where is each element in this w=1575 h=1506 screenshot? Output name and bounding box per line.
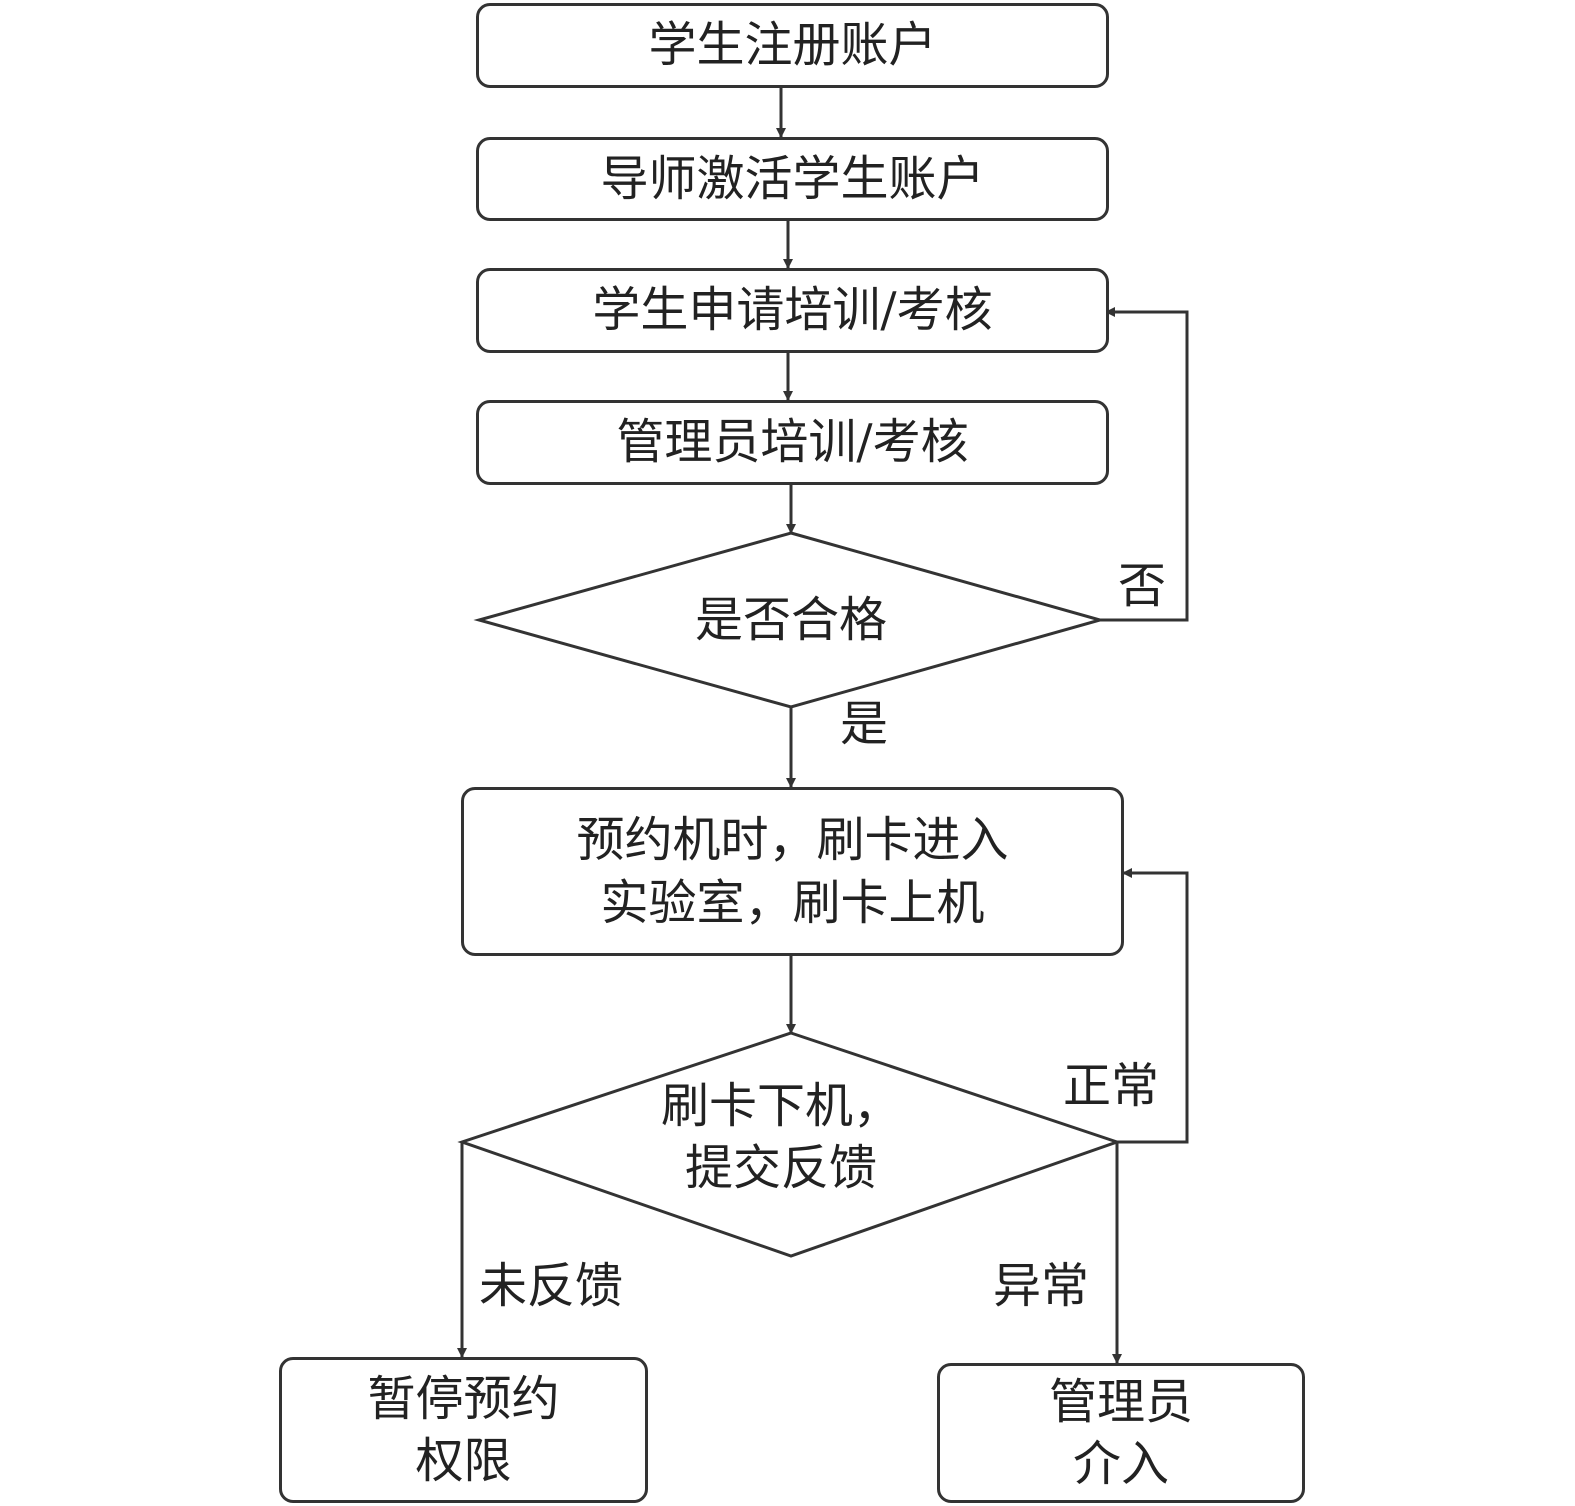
arrow-qualified-no-loop xyxy=(1100,307,1189,622)
node-reserve-line-2: 实验室，刷卡上机 xyxy=(600,874,985,931)
node-activate-text: 导师激活学生账户 xyxy=(600,150,985,207)
decision-feedback-line-2: 提交反馈 xyxy=(684,1140,877,1197)
decision-feedback-line-1: 刷卡下机， xyxy=(660,1078,901,1134)
node-suspend-line-1: 暂停预约 xyxy=(367,1370,560,1427)
arrow-feedback-normal-loop xyxy=(1117,868,1189,1144)
node-register-text: 学生注册账户 xyxy=(648,17,937,74)
node-admin-line-2: 介入 xyxy=(1072,1436,1169,1492)
edge-label-no-feedback: 未反馈 xyxy=(479,1258,624,1314)
node-activate: 导师激活学生账户 xyxy=(476,137,1109,221)
edge-label-abnormal: 异常 xyxy=(993,1258,1090,1314)
edge-label-yes: 是 xyxy=(840,696,889,752)
edge-label-normal: 正常 xyxy=(1063,1058,1160,1114)
decision-feedback-text: 刷卡下机， 提交反馈 xyxy=(576,1075,986,1200)
node-train-text: 管理员培训/考核 xyxy=(616,414,969,471)
node-reserve-line-1: 预约机时，刷卡进入 xyxy=(576,812,1009,869)
decision-feedback-shape xyxy=(457,1031,1122,1258)
node-apply: 学生申请培训/考核 xyxy=(476,268,1109,353)
edge-label-no: 否 xyxy=(1118,558,1167,614)
node-suspend: 暂停预约 权限 xyxy=(279,1357,648,1503)
node-admin-line-1: 管理员 xyxy=(1048,1373,1193,1430)
node-admin: 管理员 介入 xyxy=(937,1363,1305,1503)
node-register: 学生注册账户 xyxy=(476,3,1109,88)
node-apply-text: 学生申请培训/考核 xyxy=(592,282,993,339)
node-suspend-line-2: 权限 xyxy=(415,1433,512,1489)
node-train: 管理员培训/考核 xyxy=(476,400,1109,485)
decision-qualified-text: 是否合格 xyxy=(694,592,887,648)
node-reserve: 预约机时，刷卡进入 实验室，刷卡上机 xyxy=(461,787,1124,956)
